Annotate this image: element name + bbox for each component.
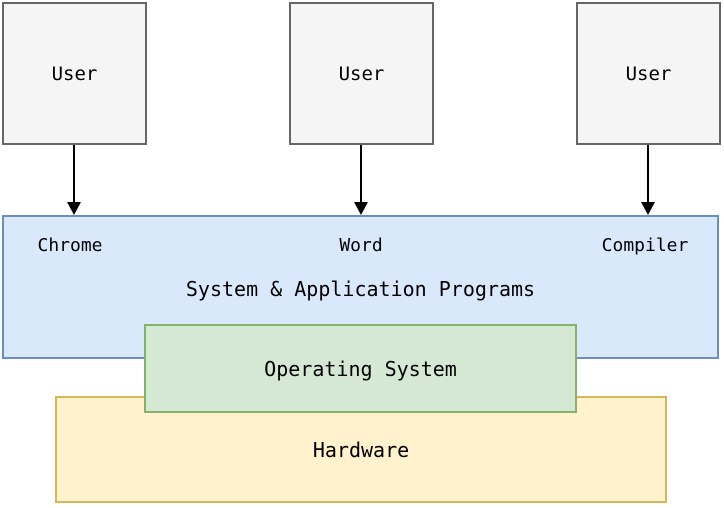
arrow-line (73, 145, 75, 203)
app-label-compiler: Compiler (601, 235, 689, 256)
arrow-head-icon (641, 202, 655, 215)
user-box-3-label: User (625, 62, 672, 85)
user-box-1-label: User (51, 62, 98, 85)
arrow-head-icon (67, 202, 81, 215)
user-box-3: User (576, 2, 721, 145)
user-box-2: User (289, 2, 434, 145)
arrow-user3-to-programs (641, 145, 655, 215)
os-layer-box: Operating System (144, 324, 577, 413)
app-label-chrome: Chrome (37, 235, 103, 256)
arrow-line (647, 145, 649, 203)
hardware-layer-box: Hardware (55, 396, 667, 503)
arrow-line (360, 145, 362, 203)
user-box-2-label: User (338, 62, 385, 85)
programs-layer-title: System & Application Programs (185, 277, 536, 301)
hardware-layer-label: Hardware (312, 437, 410, 462)
arrow-user1-to-programs (67, 145, 81, 215)
arrow-head-icon (354, 202, 368, 215)
app-label-word: Word (339, 235, 383, 256)
arrow-user2-to-programs (354, 145, 368, 215)
os-layer-label: Operating System (264, 356, 457, 381)
user-box-1: User (2, 2, 147, 145)
